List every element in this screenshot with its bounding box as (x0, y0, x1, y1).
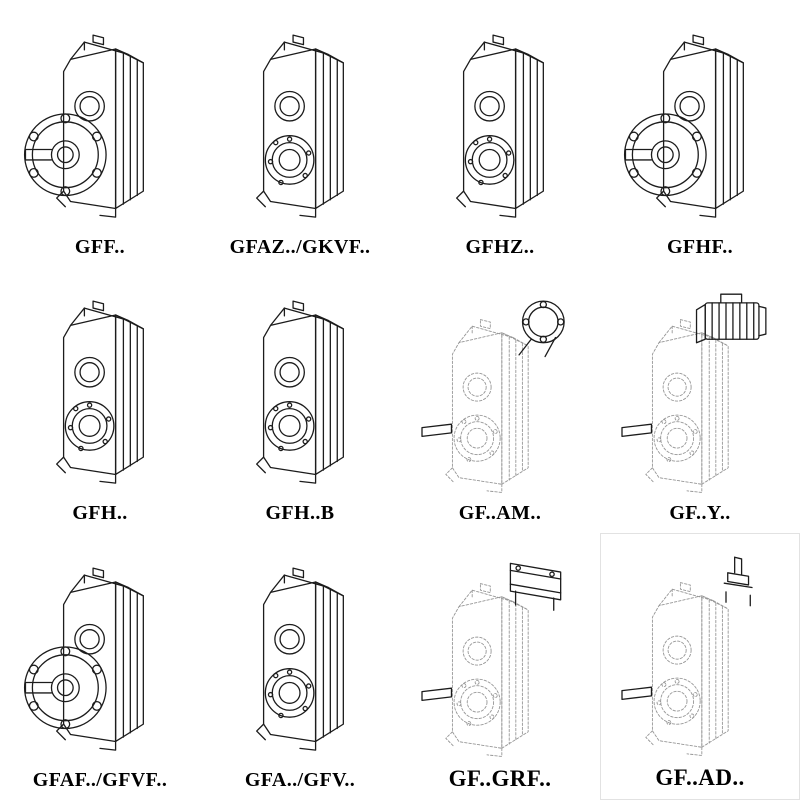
catalog-item: GF..GRF.. (400, 533, 600, 800)
drawing-use (25, 568, 144, 750)
model-label: GFH..B (265, 502, 335, 525)
model-label: GFA../GFV.. (244, 768, 356, 791)
gearbox-hollow-shaft-icon (212, 23, 388, 231)
drawing-use (625, 35, 744, 217)
drawing-use (257, 35, 344, 217)
catalog-item: GFF.. (0, 0, 200, 267)
model-label: GFF.. (74, 235, 126, 258)
drawing-use (622, 557, 752, 755)
gearbox-input-shaft-icon (612, 552, 788, 760)
model-label: GFAF../GFVF.. (32, 768, 168, 791)
drawing-use (257, 568, 344, 750)
drawing-use (622, 295, 766, 493)
catalog-item: GFAF../GFVF.. (0, 533, 200, 800)
catalog-item: GFH.. (0, 266, 200, 534)
model-label: GFHF.. (666, 235, 734, 258)
model-label: GF..AM.. (458, 502, 542, 525)
model-label: GFHZ.. (465, 235, 535, 258)
gearbox-hollow-shaft-icon (212, 556, 388, 764)
gearbox-flange-output-icon (612, 23, 788, 231)
gearbox-flange-output-icon (12, 556, 188, 764)
gearbox-hollow-shaft-icon (412, 23, 588, 231)
catalog-item: GFA../GFV.. (200, 533, 400, 800)
gearbox-hollow-shaft-icon (212, 289, 388, 497)
gearbox-motor-flange-icon (412, 289, 588, 497)
gearbox-adapter-block-icon (412, 553, 588, 761)
drawing-use (457, 35, 544, 217)
drawing-use (257, 301, 344, 483)
catalog-item: GFH..B (200, 266, 400, 534)
drawing-use (57, 301, 144, 483)
catalog-item: GF..Y.. (600, 266, 800, 534)
model-label: GF..GRF.. (448, 765, 552, 791)
model-label: GF..Y.. (669, 502, 731, 525)
model-label: GF..AD.. (655, 764, 745, 790)
catalog-item: GF..AM.. (400, 266, 600, 534)
gearbox-hollow-shaft-icon (12, 289, 188, 497)
gearbox-with-motor-icon (612, 289, 788, 497)
model-label: GFAZ../GKVF.. (229, 235, 371, 258)
catalog-item: GFHF.. (600, 0, 800, 267)
catalog-item: GFAZ../GKVF.. (200, 0, 400, 267)
catalog-item: GFHZ.. (400, 0, 600, 267)
drawing-use (422, 301, 564, 492)
drawing-use (422, 563, 561, 756)
drawing-use (25, 35, 144, 217)
gearbox-flange-output-icon (12, 23, 188, 231)
model-label: GFH.. (72, 502, 128, 525)
catalog-item: GF..AD.. (600, 533, 800, 800)
